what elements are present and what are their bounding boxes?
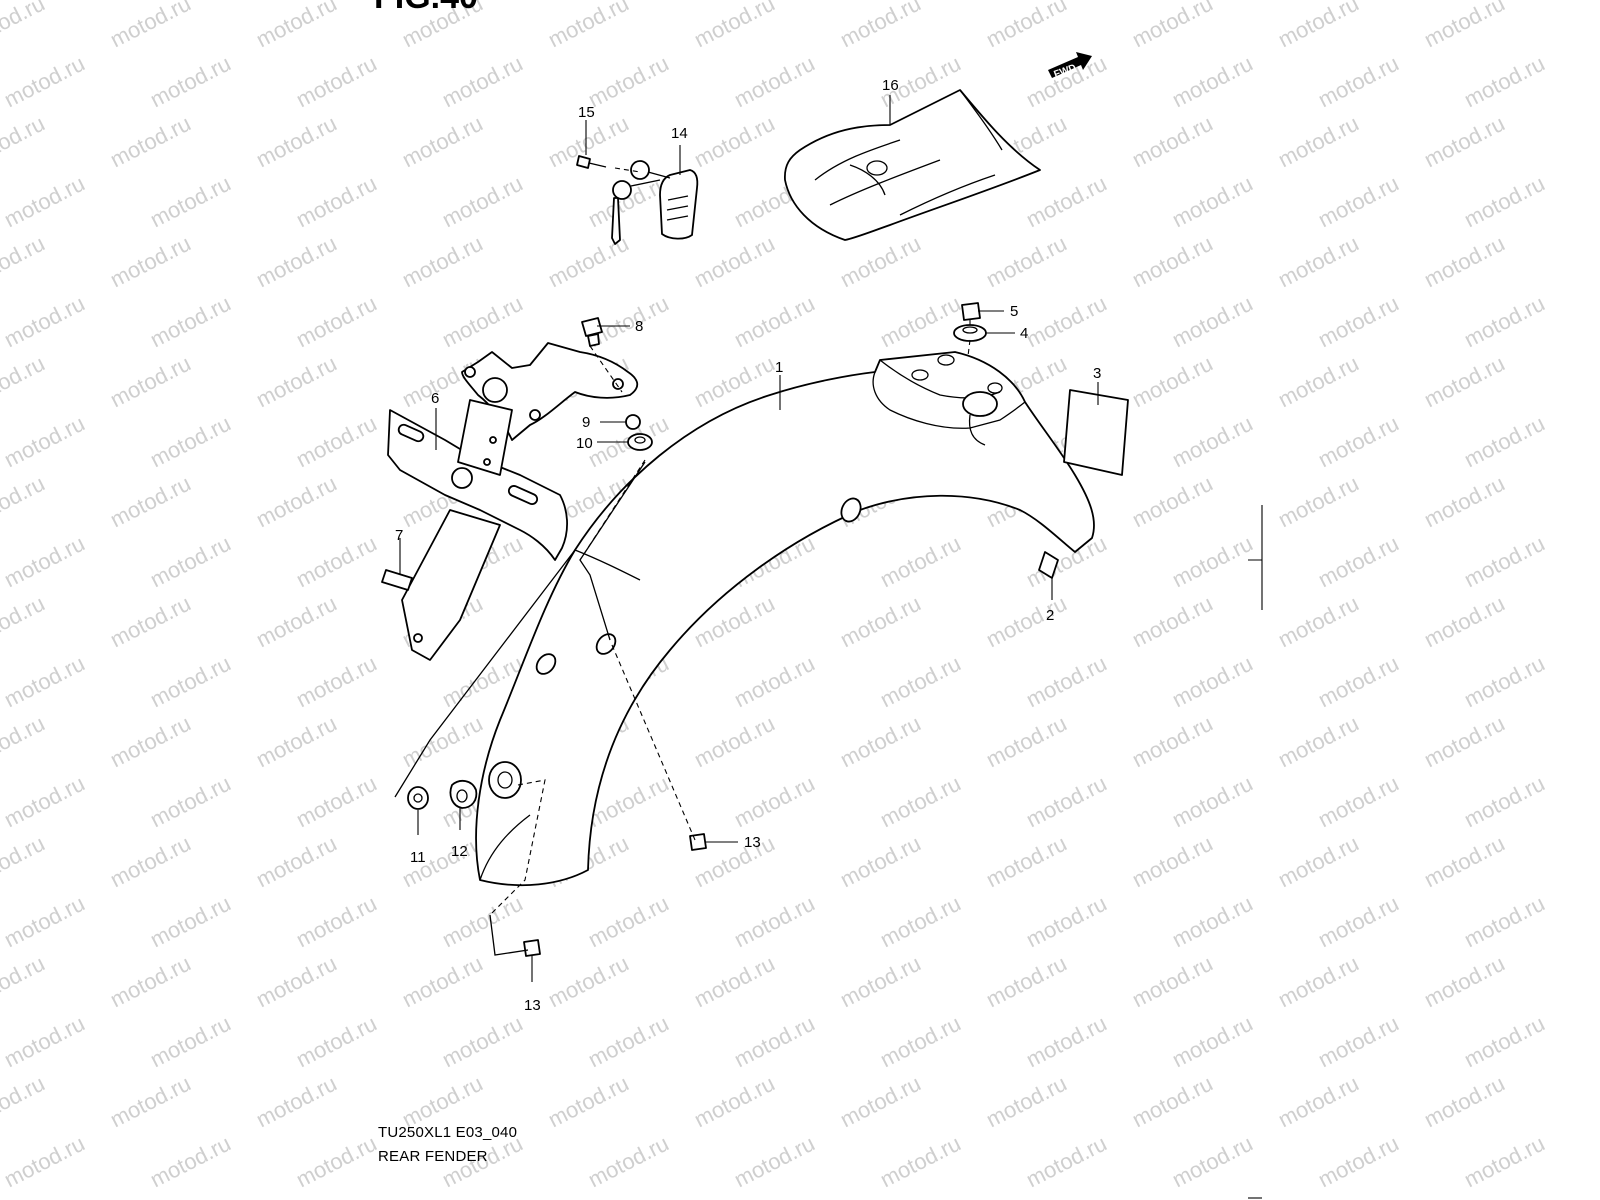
fwd-arrow-icon: FWD [1048, 52, 1092, 81]
callout-11: 11 [410, 849, 426, 866]
seat-part [784, 89, 1041, 241]
grommet-part [953, 324, 987, 342]
callout-6: 6 [431, 390, 439, 407]
cushion-part [1038, 551, 1059, 579]
callout-14: 14 [671, 125, 688, 142]
washer-part [627, 433, 653, 451]
rear-fender-part [475, 351, 1095, 887]
cushion-round-part [449, 779, 478, 809]
callout-labels: 1 2 3 4 5 6 7 8 9 10 11 12 13 13 14 15 1… [395, 77, 1101, 1014]
callout-10: 10 [576, 435, 593, 452]
callout-2: 2 [1046, 607, 1054, 624]
model-code-caption: TU250XL1 E03_040 [378, 1124, 518, 1141]
callout-5: 5 [1010, 303, 1018, 320]
license-bracket-part [387, 399, 568, 661]
callout-3: 3 [1093, 365, 1101, 382]
figure-title: FIG.40 [374, 0, 478, 17]
fwd-label: FWD [1053, 62, 1078, 80]
callout-13-lower: 13 [524, 997, 541, 1014]
callout-4: 4 [1020, 325, 1028, 342]
leader-lines [399, 95, 1263, 1199]
washer-small-part [407, 786, 429, 810]
callout-7: 7 [395, 527, 403, 544]
bolt-part [581, 317, 603, 347]
callout-16: 16 [882, 77, 899, 94]
assembly-lines [394, 167, 971, 956]
screw-part [576, 155, 607, 169]
callout-8: 8 [635, 318, 643, 335]
nut-13-upper-part [689, 833, 707, 851]
callout-12: 12 [451, 843, 468, 860]
collar-part [961, 302, 981, 321]
callout-15: 15 [578, 104, 595, 121]
section-name-caption: REAR FENDER [378, 1148, 488, 1165]
nut-13-lower-part [523, 939, 541, 957]
callout-1: 1 [775, 359, 783, 376]
callout-9: 9 [582, 414, 590, 431]
reflector-part [1063, 389, 1129, 476]
small-damper-part [381, 569, 413, 591]
seat-lock-part [611, 160, 699, 245]
callout-13-upper: 13 [744, 834, 761, 851]
nut-part [625, 414, 641, 430]
